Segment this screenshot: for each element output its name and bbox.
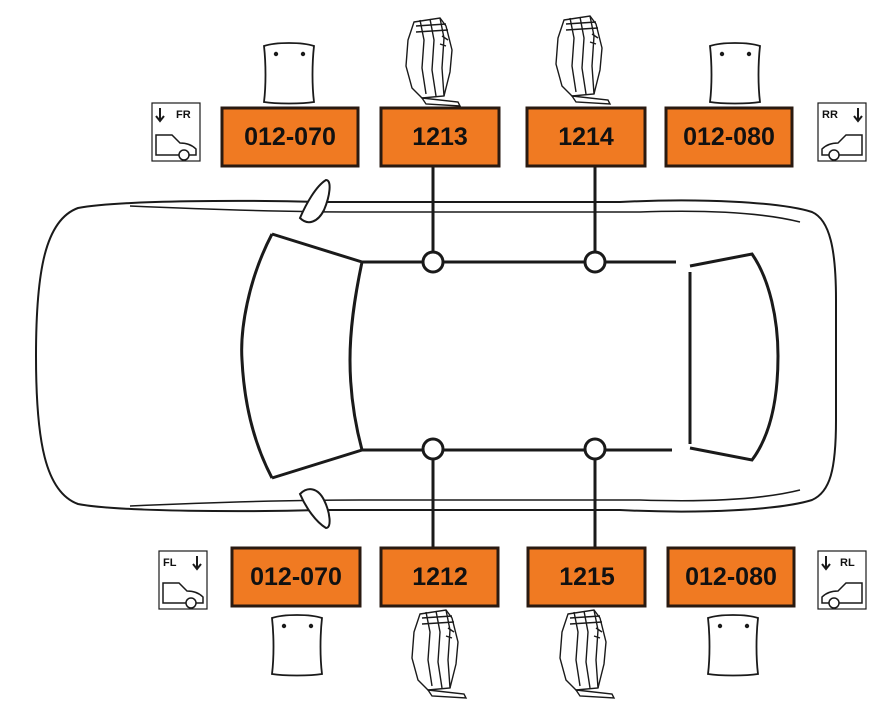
roof-rack-foot-icon <box>405 17 461 107</box>
position-label: RL <box>840 557 855 569</box>
position-label: RR <box>822 109 838 121</box>
position-icon-fl: FL <box>158 550 208 610</box>
roof-rack-foot-icon <box>559 609 615 699</box>
label-text: 012-080 <box>683 123 775 151</box>
label-text: 1212 <box>412 563 468 591</box>
fitting-plate-icon <box>271 614 323 677</box>
label-text: 012-070 <box>250 563 342 591</box>
roof-rack-foot-icon <box>411 609 467 699</box>
label-top-front-plate: 012-070 <box>220 106 360 168</box>
mirror-right <box>298 178 331 224</box>
windshield <box>240 233 274 479</box>
car-top-view <box>34 178 837 530</box>
label-text: 1213 <box>412 123 468 151</box>
label-top-mount-front: 1213 <box>379 106 501 168</box>
car-left-shoulder-line <box>129 205 801 223</box>
rear-window <box>689 252 780 462</box>
position-icon-fr: FR <box>151 102 201 162</box>
position-icon-rr: RR <box>817 102 867 162</box>
fitting-plate-icon <box>263 42 315 105</box>
car-right-shoulder-line <box>129 489 801 507</box>
label-text: 012-080 <box>685 563 777 591</box>
label-bottom-rear-plate: 012-080 <box>666 546 796 608</box>
label-top-mount-rear: 1214 <box>525 106 647 168</box>
mount-point-front-right <box>421 250 445 274</box>
label-text: 1214 <box>558 123 614 151</box>
position-label: FL <box>163 557 177 569</box>
roof-rack-foot-icon <box>555 15 611 105</box>
mount-connectors <box>421 166 607 548</box>
fitting-plate-icon <box>709 42 761 105</box>
label-bottom-front-plate: 012-070 <box>230 546 362 608</box>
label-top-rear-plate: 012-080 <box>664 106 794 168</box>
mirror-left <box>298 488 331 530</box>
mount-point-rear-right <box>583 250 607 274</box>
label-bottom-mount-rear: 1215 <box>526 546 647 608</box>
windshield-top-edge <box>271 232 364 480</box>
car-body-outline <box>34 199 837 513</box>
label-bottom-mount-front: 1212 <box>379 546 500 608</box>
fitting-plate-icon <box>707 614 759 677</box>
position-icon-rl: RL <box>817 550 867 610</box>
mount-point-rear-left <box>583 437 607 461</box>
label-text: 012-070 <box>244 123 336 151</box>
label-boxes: 012-070 1213 1214 012-080 012-070 1212 1… <box>220 106 796 608</box>
position-label: FR <box>176 109 191 121</box>
label-text: 1215 <box>559 563 615 591</box>
mount-point-front-left <box>421 437 445 461</box>
